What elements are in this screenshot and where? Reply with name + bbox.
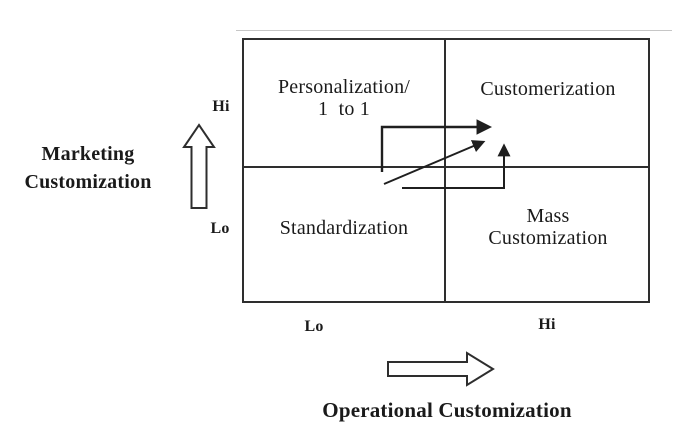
quadrant-customerization: Customerization — [480, 78, 616, 100]
quadrant-mass-customization-line1: Mass — [526, 205, 570, 227]
x-axis-title: Operational Customization — [322, 398, 572, 422]
quadrant-personalization: Personalization/ 1 to 1 — [242, 76, 446, 120]
quadrant-mass-customization-line2: Customization — [488, 227, 608, 249]
y-axis-title-line2: Customization — [24, 171, 152, 193]
x-axis-hi-label: Hi — [538, 316, 556, 333]
y-axis-hi-label: Hi — [212, 98, 230, 115]
x-axis-lo-label: Lo — [304, 318, 324, 335]
right-block-arrow-icon — [387, 351, 495, 387]
quadrant-personalization-line2: 1 to 1 — [318, 98, 370, 120]
matrix-frame — [242, 38, 650, 303]
scan-artifact-line — [236, 30, 672, 31]
quadrant-mass-customization: Mass Customization — [446, 205, 650, 249]
y-axis-title: Marketing Customization — [6, 140, 170, 196]
y-axis-title-line1: Marketing — [41, 143, 135, 165]
quadrant-personalization-line1: Personalization/ — [277, 76, 411, 98]
up-block-arrow-icon — [182, 123, 216, 209]
quadrant-standardization: Standardization — [279, 217, 409, 239]
y-axis-lo-label: Lo — [210, 220, 230, 237]
matrix-horizontal-divider — [243, 166, 649, 168]
